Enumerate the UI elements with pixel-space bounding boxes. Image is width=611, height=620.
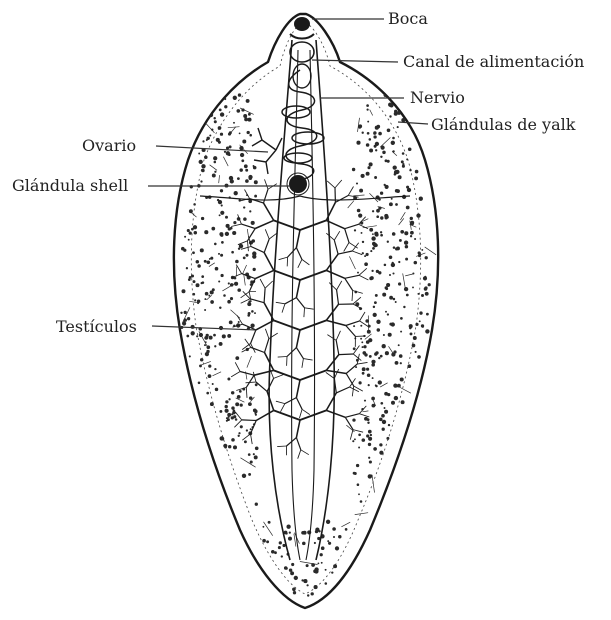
label-boca: Boca — [388, 9, 428, 28]
body-outline — [174, 14, 438, 608]
label-ovario: Ovario — [82, 136, 136, 155]
label-nervio: Nervio — [410, 88, 465, 107]
label-yalk: Glándulas de yalk — [431, 115, 576, 134]
label-shell: Glándula shell — [12, 176, 128, 195]
label-testiculos: Testículos — [56, 317, 137, 336]
label-canal: Canal de alimentación — [403, 52, 584, 71]
shell-gland — [289, 175, 307, 193]
